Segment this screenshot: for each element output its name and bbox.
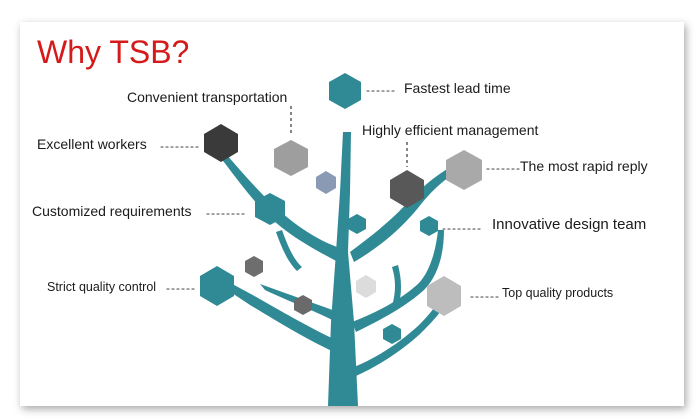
- branch-right-mid: [352, 230, 444, 332]
- hex-strict-quality-control: [200, 266, 234, 306]
- vertical-connectors: [290, 106, 408, 167]
- hex-fastest-lead-time: [329, 73, 361, 109]
- hex-innovative-design-team: [420, 216, 438, 236]
- label-strict-quality-control: Strict quality control: [47, 280, 157, 294]
- branch-left-lower: [210, 274, 336, 352]
- page-title: Why TSB?: [37, 34, 190, 70]
- hex-most-rapid-reply: [446, 150, 482, 190]
- hex-small-dark-lower: [294, 295, 312, 315]
- tree-diagram: [200, 73, 482, 406]
- branch-left-twig: [276, 230, 302, 271]
- dash-excellent: --------: [160, 139, 200, 153]
- hex-small-teal-center: [348, 214, 366, 234]
- branch-right-twig: [392, 265, 401, 308]
- dash-rapid: -------: [486, 161, 521, 175]
- dash-customized: --------: [206, 206, 246, 220]
- hex-customized-requirements: [255, 193, 285, 225]
- hex-small-slate: [316, 171, 336, 194]
- hex-convenient-transportation: [274, 140, 308, 176]
- label-convenient-transportation: Convenient transportation: [127, 89, 288, 105]
- hex-small-gray-left: [245, 256, 263, 277]
- label-most-rapid-reply: The most rapid reply: [520, 158, 648, 174]
- label-fastest-lead-time: Fastest lead time: [404, 80, 511, 96]
- label-top-quality-products: Top quality products: [502, 286, 614, 300]
- branch-right-upper: [350, 162, 464, 262]
- label-highly-efficient-management: Highly efficient management: [362, 122, 539, 138]
- dash-fastest: ------: [366, 83, 396, 97]
- hex-excellent-workers: [204, 124, 238, 162]
- hex-top-quality-products: [427, 276, 461, 316]
- hexagon-group: [200, 73, 482, 344]
- dash-strict: ------: [166, 281, 196, 295]
- hex-highly-efficient-management: [390, 170, 424, 208]
- dash-top-quality: ------: [470, 289, 500, 303]
- label-customized-requirements: Customized requirements: [32, 203, 192, 219]
- hex-small-teal-bottom: [383, 324, 401, 344]
- tree-trunk: [328, 132, 358, 406]
- branch-left-upper: [220, 154, 340, 262]
- label-excellent-workers: Excellent workers: [37, 136, 147, 152]
- infographic-card: Why TSB? ------ Fastest lead time Conven…: [20, 22, 684, 406]
- hex-small-light-center: [356, 275, 376, 298]
- dash-innovative: --------: [442, 221, 482, 235]
- label-innovative-design-team: Innovative design team: [492, 216, 647, 233]
